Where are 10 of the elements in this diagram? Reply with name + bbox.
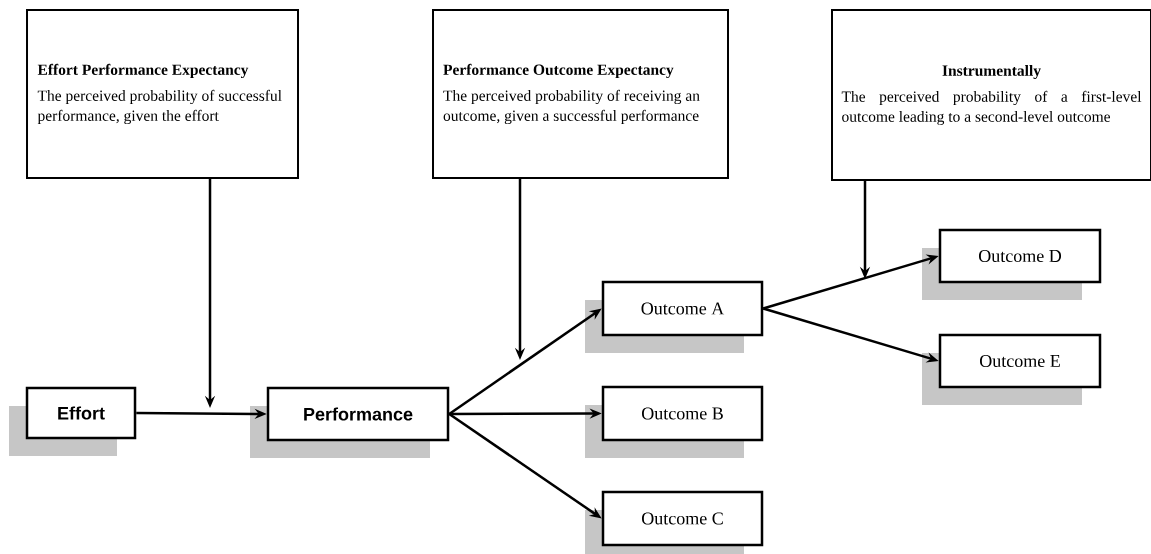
process-box: Outcome E bbox=[922, 333, 1102, 405]
process-box: Outcome D bbox=[922, 228, 1102, 300]
process-box: Outcome C bbox=[585, 490, 764, 554]
process-box: Outcome A bbox=[585, 280, 764, 353]
process-box: Outcome B bbox=[585, 385, 764, 458]
expectancy-box: Performance Outcome Expectancy The perceived probability of receiving an outcome, given a successful performance bbox=[432, 9, 729, 179]
expectancy-box: Instrumentally The perceived probability of a first-level outcome leading to a second-level outcome bbox=[831, 9, 1151, 181]
process-box: Effort bbox=[9, 386, 137, 456]
process-box: Performance bbox=[250, 386, 450, 458]
expectancy-box: Effort Performance Expectancy The perceived probability of successful performance, given the effort bbox=[26, 9, 299, 179]
